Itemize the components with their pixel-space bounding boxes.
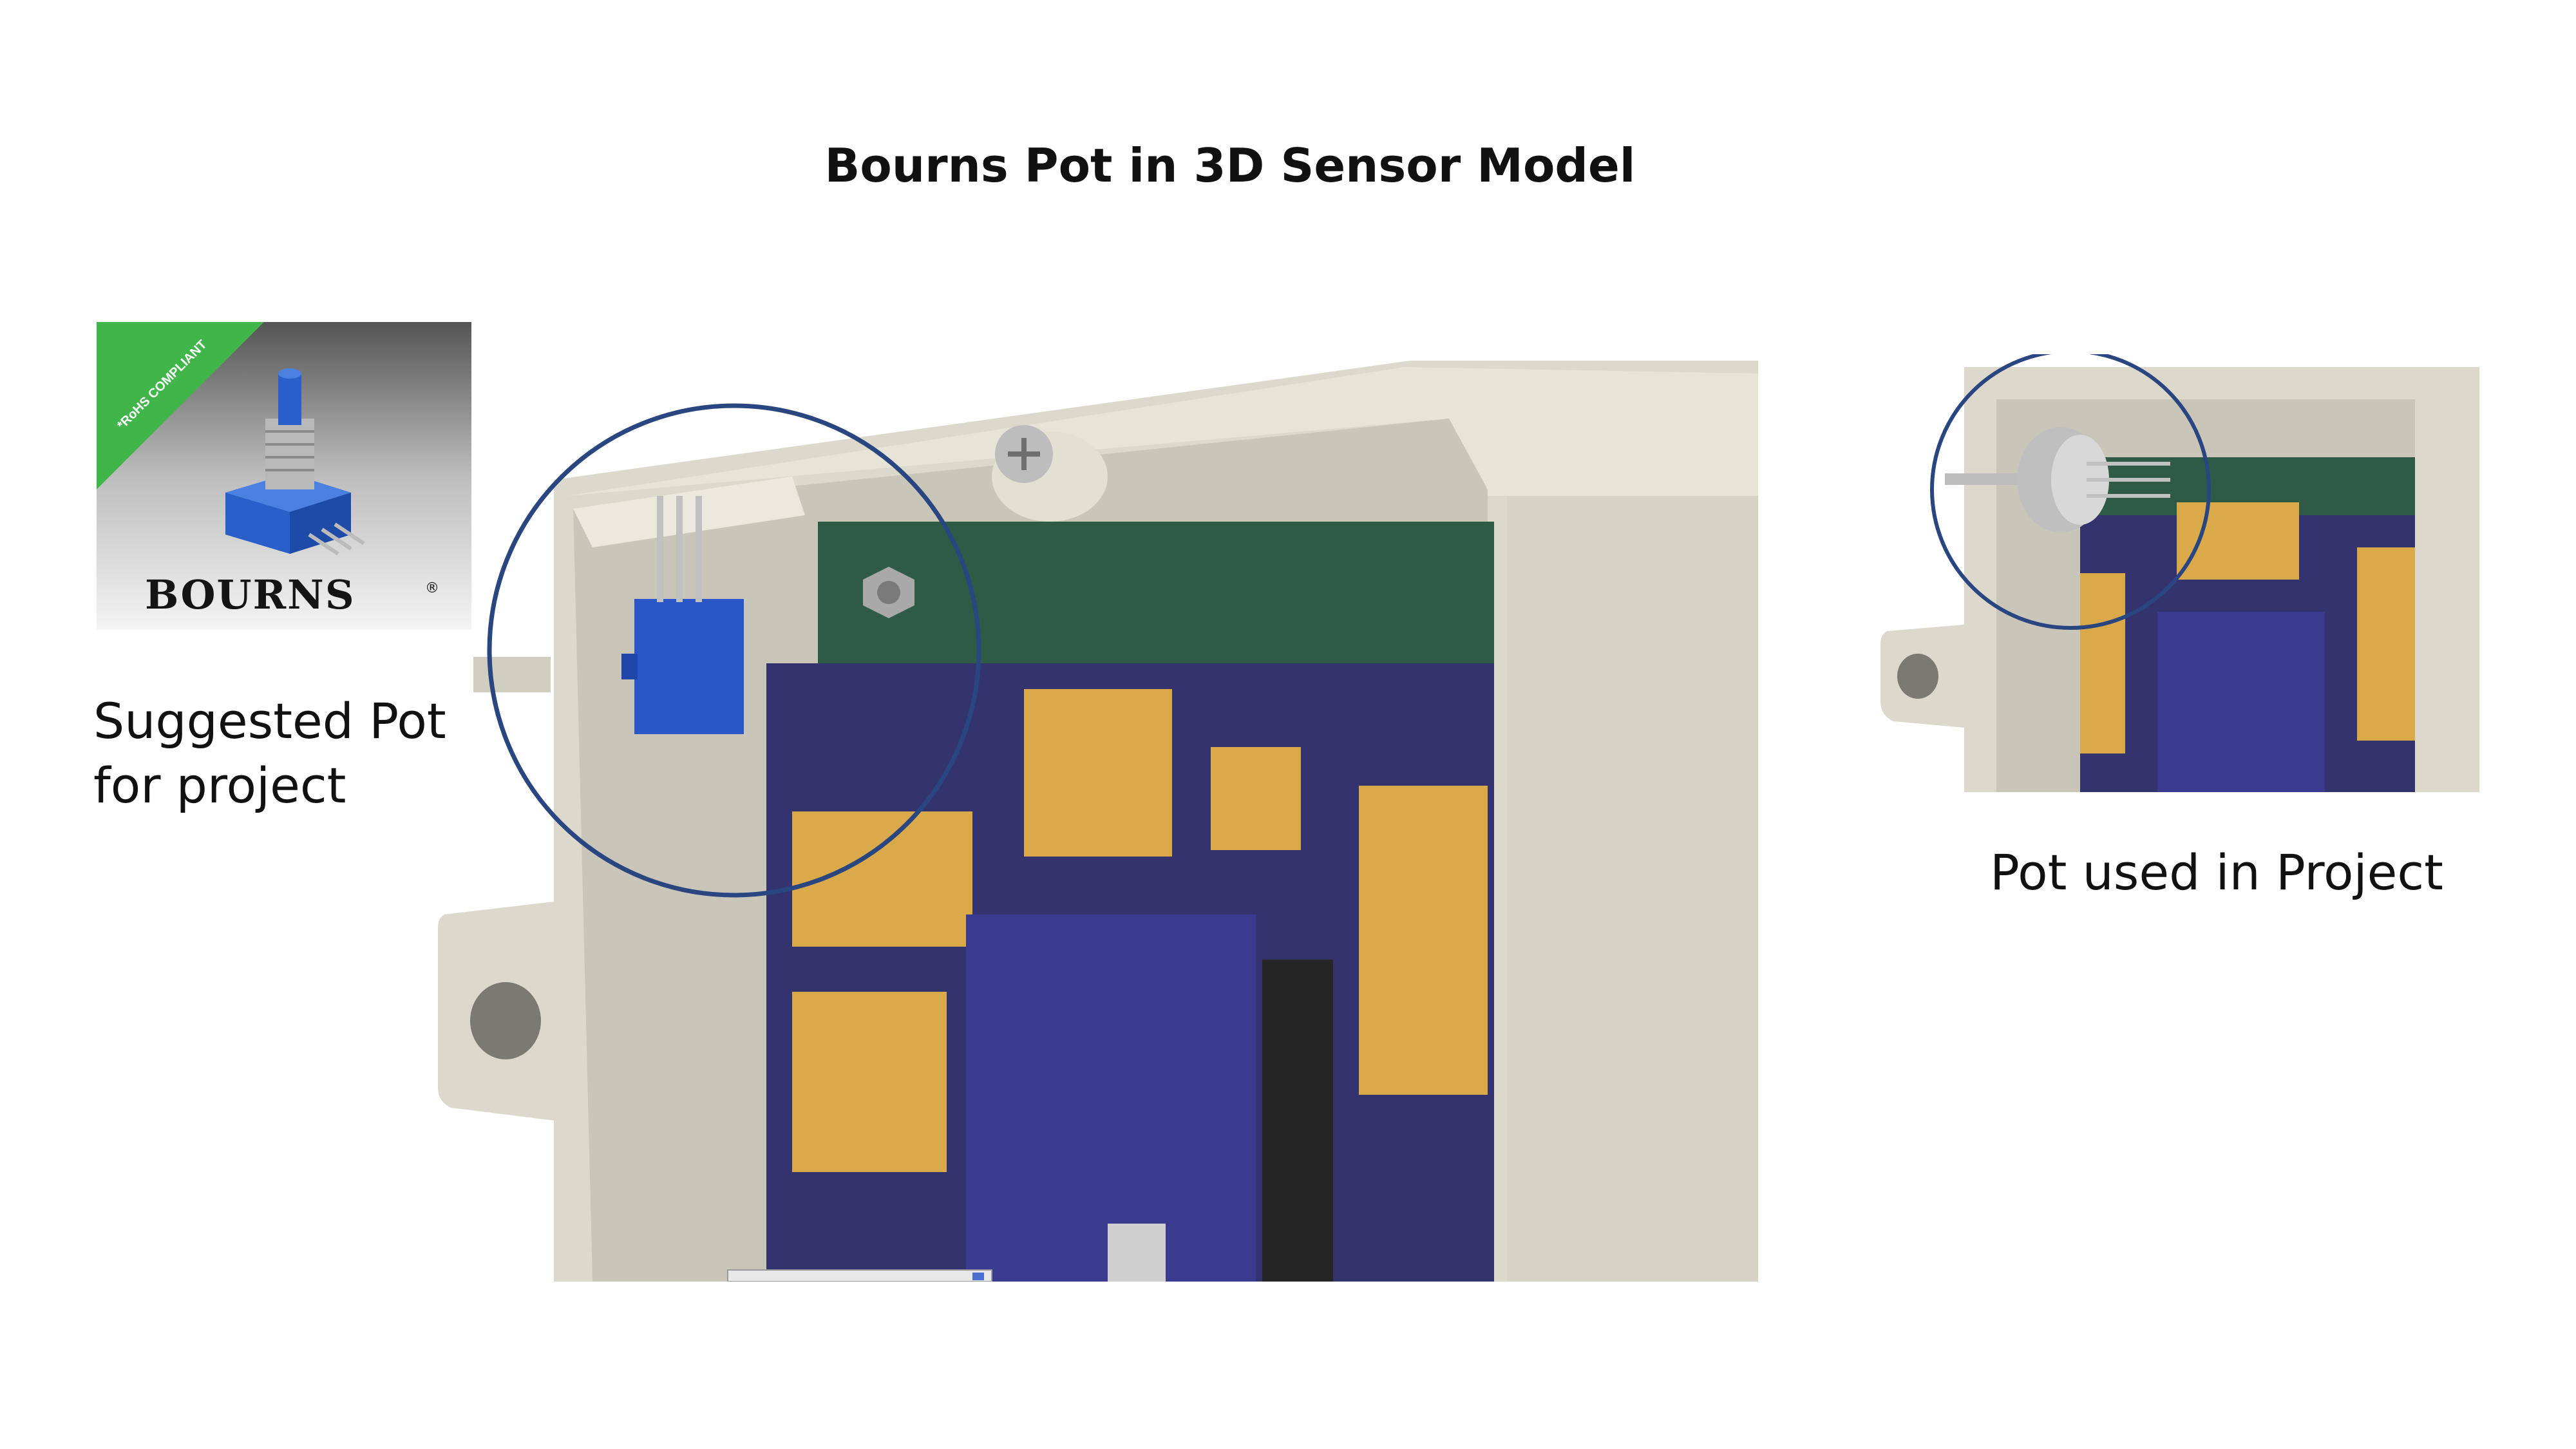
- enclosure-right-wall: [1507, 496, 1758, 1282]
- suggested-pot-caption: Suggested Pot for project: [93, 689, 446, 819]
- pot-highlight-circle: [487, 403, 981, 898]
- side-pin-headers: [2080, 502, 2415, 753]
- mounting-ear-left: [438, 902, 554, 1121]
- suggested-pot-caption-line1: Suggested Pot: [93, 692, 446, 750]
- pcb-green-board: [818, 522, 1494, 670]
- potentiometer-model: [473, 496, 744, 734]
- enclosure-left-wall-bevel: [573, 477, 805, 547]
- side-stepper-driver: [2157, 612, 2325, 792]
- potentiometer-image: [225, 368, 365, 556]
- side-mounting-ear-left: [1880, 625, 1964, 728]
- screw-top: [992, 425, 1108, 522]
- stepper-driver-module: [966, 914, 1333, 1282]
- viewer-toolbar: [727, 1269, 992, 1282]
- slide-title: Bourns Pot in 3D Sensor Model: [824, 138, 1636, 193]
- side-potentiometer-model: [1945, 427, 2170, 533]
- pin-header-group: [792, 689, 1488, 1172]
- enclosure-render-main: [438, 361, 1758, 1282]
- hex-nut: [863, 567, 914, 618]
- registered-mark: ®: [425, 580, 439, 596]
- side-pot-highlight-circle: [1930, 354, 2211, 630]
- suggested-pot-caption-line2: for project: [93, 757, 346, 815]
- rohs-badge: *RoHS COMPLIANT: [97, 322, 264, 489]
- product-photo: *RoHS COMPLIANT BOURNS ®: [97, 322, 471, 630]
- pot-used-caption: Pot used in Project: [1990, 844, 2443, 901]
- enclosure-top-face: [567, 367, 1758, 496]
- enclosure-render-side: [1880, 354, 2479, 792]
- bourns-logo-text: BOURNS: [145, 571, 355, 618]
